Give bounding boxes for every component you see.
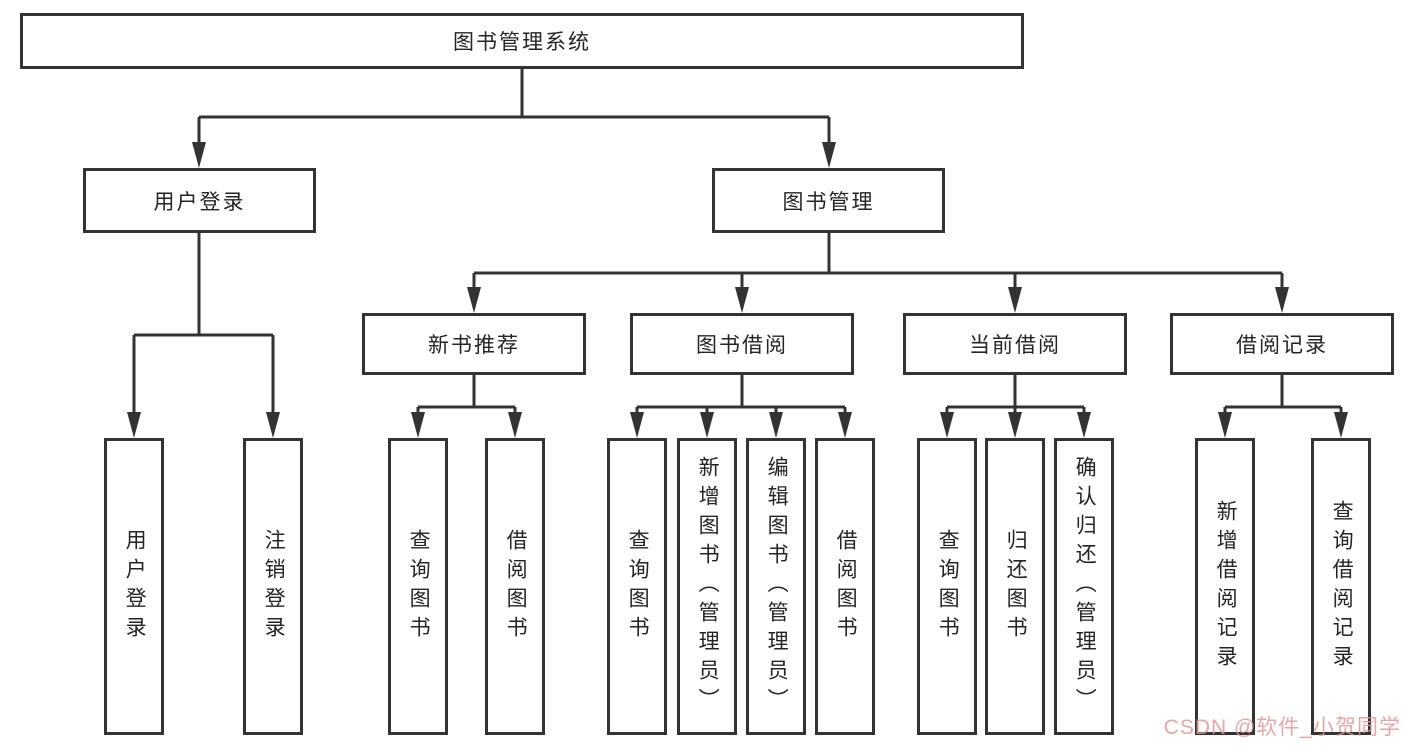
leaf-borrow-edit-books-admin: 编辑图书（管理员）: [746, 438, 806, 735]
node-borrow-records-label: 借阅记录: [1236, 334, 1328, 357]
leaf-borrow-query-books: 查询图书: [607, 438, 667, 735]
leaf-current-return-books-label: 归还图书: [1004, 528, 1028, 645]
connector-user-login-children: [127, 233, 280, 438]
connector-book-mgmt-to-level2: [467, 233, 1289, 313]
leaf-borrow-edit-books-admin-label: 编辑图书（管理员）: [765, 456, 789, 717]
leaf-recommend-borrow-books-label: 借阅图书: [504, 528, 528, 645]
leaf-records-query-record: 查询借阅记录: [1311, 438, 1371, 735]
node-book-management-label: 图书管理: [782, 190, 875, 214]
leaf-logout-label: 注销登录: [262, 528, 286, 645]
leaf-records-query-record-label: 查询借阅记录: [1330, 499, 1354, 674]
leaf-current-query-books: 查询图书: [917, 438, 977, 735]
leaf-borrow-borrow-books-label: 借阅图书: [834, 528, 858, 645]
node-current-borrow-label: 当前借阅: [969, 334, 1061, 357]
leaf-current-query-books-label: 查询图书: [936, 528, 960, 645]
node-current-borrow: 当前借阅: [903, 313, 1127, 375]
leaf-borrow-add-books-admin: 新增图书（管理员）: [677, 438, 737, 735]
leaf-borrow-add-books-admin-label: 新增图书（管理员）: [696, 456, 720, 717]
leaf-recommend-query-books-label: 查询图书: [407, 528, 431, 645]
connector-recommend-children: [411, 375, 522, 438]
connector-borrow-children: [630, 375, 852, 438]
watermark: CSDN @软件_小贺同学: [1163, 716, 1401, 739]
leaf-logout: 注销登录: [243, 438, 303, 735]
node-borrow-records: 借阅记录: [1170, 313, 1394, 375]
node-user-login-label: 用户登录: [153, 190, 246, 214]
leaf-current-confirm-return-admin-label: 确认归还（管理员）: [1073, 456, 1097, 717]
leaf-recommend-query-books: 查询图书: [388, 438, 448, 735]
node-book-borrow: 图书借阅: [630, 313, 854, 375]
node-library-system-label: 图书管理系统: [453, 31, 591, 54]
leaf-current-confirm-return-admin: 确认归还（管理员）: [1054, 438, 1114, 735]
node-new-book-recommend: 新书推荐: [362, 313, 586, 375]
node-book-borrow-label: 图书借阅: [696, 334, 788, 357]
connector-records-children: [1218, 375, 1348, 438]
connector-current-children: [940, 375, 1091, 438]
leaf-user-login: 用户登录: [104, 438, 164, 735]
leaf-current-return-books: 归还图书: [985, 438, 1045, 735]
leaf-borrow-borrow-books: 借阅图书: [815, 438, 875, 735]
node-new-book-recommend-label: 新书推荐: [428, 334, 520, 357]
node-library-system: 图书管理系统: [20, 13, 1024, 69]
leaf-recommend-borrow-books: 借阅图书: [485, 438, 545, 735]
leaf-user-login-label: 用户登录: [123, 528, 147, 645]
connector-root-to-level1: [192, 69, 836, 168]
node-user-login: 用户登录: [83, 168, 316, 233]
node-book-management: 图书管理: [712, 168, 945, 233]
leaf-records-add-record-label: 新增借阅记录: [1214, 499, 1238, 674]
leaf-borrow-query-books-label: 查询图书: [626, 528, 650, 645]
leaf-records-add-record: 新增借阅记录: [1195, 438, 1255, 735]
